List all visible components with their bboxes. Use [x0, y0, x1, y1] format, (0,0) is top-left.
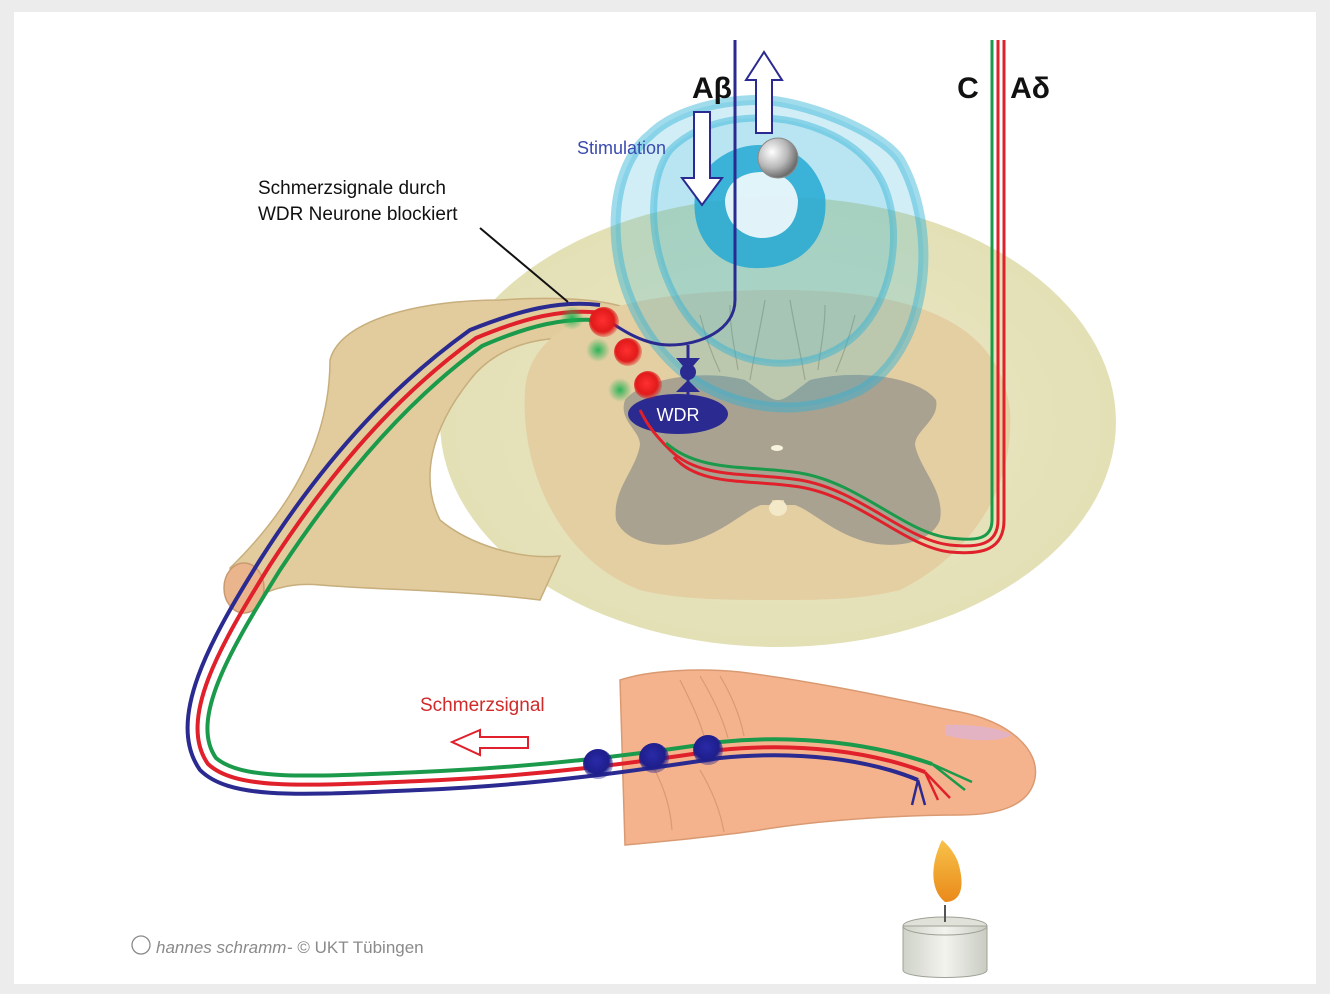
credit-line: hannes schramm - © UKT Tübingen	[132, 936, 424, 957]
fissure-tip	[769, 500, 787, 516]
pain-signal-arrow	[452, 730, 528, 755]
author-logo	[132, 936, 150, 954]
c-fiber-label: C	[957, 72, 979, 105]
pain-signal-label: Schmerzsignal	[420, 695, 545, 716]
blocked-label-line2: WDR Neurone blockiert	[258, 204, 458, 225]
copyright-label: - © UKT Tübingen	[287, 938, 424, 957]
blocked-label-line1: Schmerzsignale durch	[258, 178, 446, 199]
author-signature: hannes schramm	[156, 938, 286, 957]
adelta-label: Aδ	[1010, 72, 1050, 105]
abeta-label: Aβ	[692, 72, 732, 105]
central-canal	[771, 445, 783, 451]
electrode-ball	[758, 138, 798, 178]
wdr-label: WDR	[657, 405, 700, 425]
stimulation-label: Stimulation	[577, 138, 666, 158]
candle	[903, 840, 987, 978]
